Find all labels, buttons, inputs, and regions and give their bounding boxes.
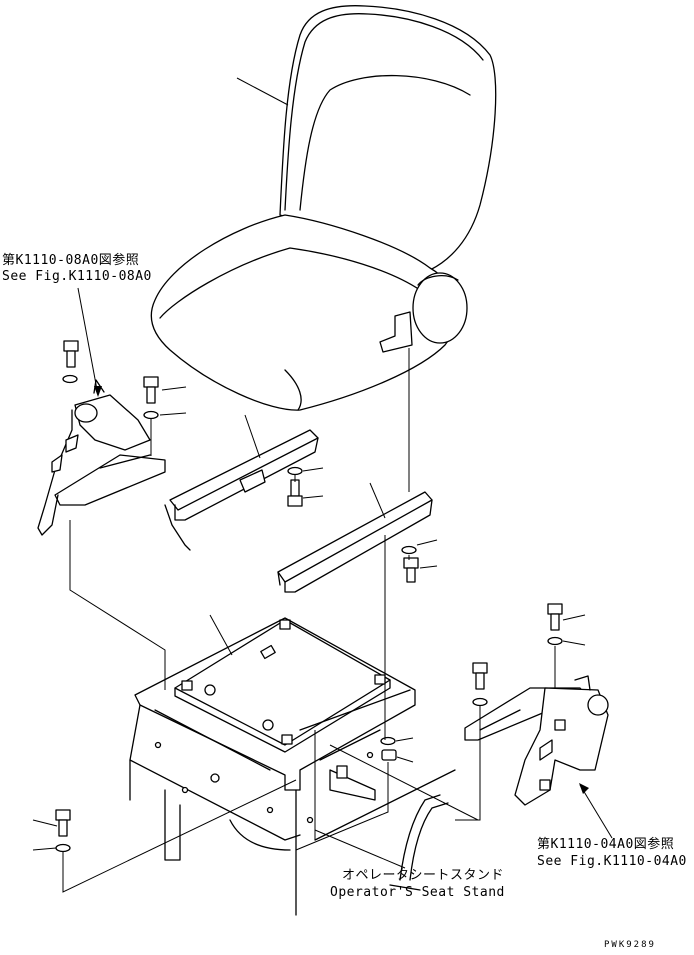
assembly-lines: [62, 348, 556, 893]
mid-bolt-2: [403, 557, 419, 583]
left-bolt-1: [63, 340, 79, 368]
left-washer-1: [62, 374, 78, 384]
right-washer-1: [547, 636, 563, 646]
ref-right-label-jp: 第K1110-04A0図参照: [537, 837, 675, 852]
left-bolt-2: [143, 376, 159, 404]
bottom-washer: [55, 843, 71, 853]
seat-mounting-plate: [174, 619, 391, 753]
stand-leader-line: [314, 829, 406, 869]
ref-left-label-en: See Fig.K1110-08A0: [2, 269, 152, 284]
right-washer-2: [472, 697, 488, 707]
stand-label-jp: オペレータシートスタンド: [342, 868, 505, 883]
mid-bolt-1: [287, 479, 303, 507]
ref-left-leader-line: [77, 287, 99, 396]
mid-washer-1: [287, 466, 303, 476]
right-bolt-2: [472, 662, 488, 690]
left-slide-rail: [164, 429, 319, 551]
drawing-code: PWK9289: [604, 940, 656, 950]
nut: [381, 749, 397, 761]
operator-seat: [150, 5, 497, 411]
ref-right-leader-line: [579, 784, 613, 839]
base-frame: [129, 617, 456, 916]
bottom-bolt: [55, 809, 71, 837]
right-mounting-bracket: [464, 675, 609, 806]
right-slide-rail: [277, 491, 433, 593]
ref-right-label-en: See Fig.K1110-04A0: [537, 854, 687, 869]
seat-leader-line: [236, 77, 289, 106]
left-washer-2: [143, 410, 159, 420]
mid-washer-2: [401, 545, 417, 555]
ref-left-label-jp: 第K1110-08A0図参照: [2, 253, 140, 268]
left-mounting-bracket: [37, 379, 166, 536]
stand-label-en: Operator'S Seat Stand: [330, 885, 505, 900]
right-bolt-1: [547, 603, 563, 631]
nut-washer: [380, 736, 396, 746]
